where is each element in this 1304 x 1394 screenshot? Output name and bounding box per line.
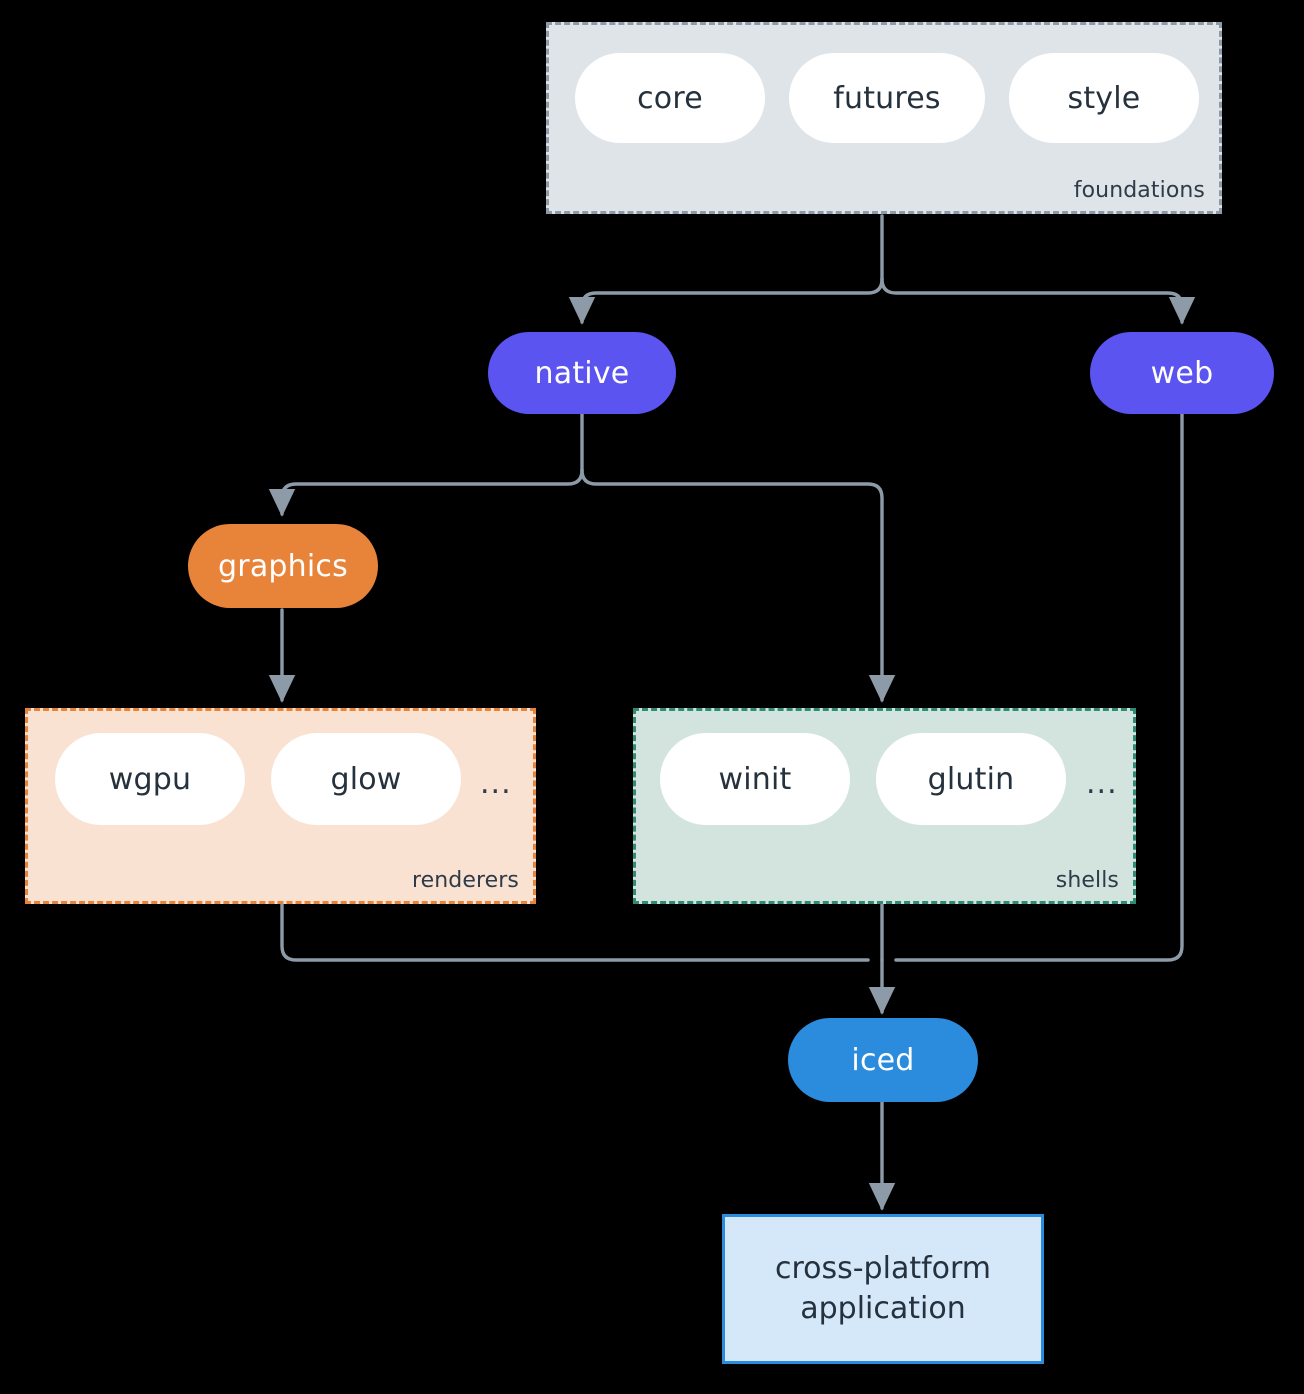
- node-glutin[interactable]: glutin: [876, 733, 1066, 825]
- renderers-overflow-ellipsis: ...: [480, 766, 512, 801]
- node-wgpu[interactable]: wgpu: [55, 733, 245, 825]
- group-shells: winit glutin ... shells: [633, 708, 1136, 904]
- edge-foundations-to-native: [568, 277, 884, 325]
- edge-native-to-graphics: [268, 468, 584, 517]
- group-label-foundations: foundations: [1073, 178, 1205, 203]
- node-application[interactable]: cross-platform application: [722, 1214, 1044, 1364]
- node-style[interactable]: style: [1009, 53, 1199, 143]
- edge-renderers-to-iced: [280, 901, 870, 962]
- edge-foundations-to-web: [880, 277, 1196, 325]
- application-line-1: cross-platform: [774, 1251, 992, 1287]
- node-graphics[interactable]: graphics: [188, 524, 378, 608]
- node-web[interactable]: web: [1090, 332, 1274, 414]
- node-winit[interactable]: winit: [660, 733, 850, 825]
- node-native[interactable]: native: [488, 332, 676, 414]
- group-label-renderers: renderers: [411, 868, 519, 893]
- edge-native-to-shells: [580, 468, 896, 703]
- group-label-shells: shells: [1055, 868, 1119, 893]
- node-glow[interactable]: glow: [271, 733, 461, 825]
- node-iced[interactable]: iced: [788, 1018, 978, 1102]
- application-line-2: application: [800, 1291, 966, 1326]
- group-foundations: core futures style foundations: [546, 22, 1222, 214]
- shells-overflow-ellipsis: ...: [1086, 766, 1118, 801]
- node-futures[interactable]: futures: [789, 53, 985, 143]
- node-core[interactable]: core: [575, 53, 765, 143]
- group-renderers: wgpu glow ... renderers: [25, 708, 536, 904]
